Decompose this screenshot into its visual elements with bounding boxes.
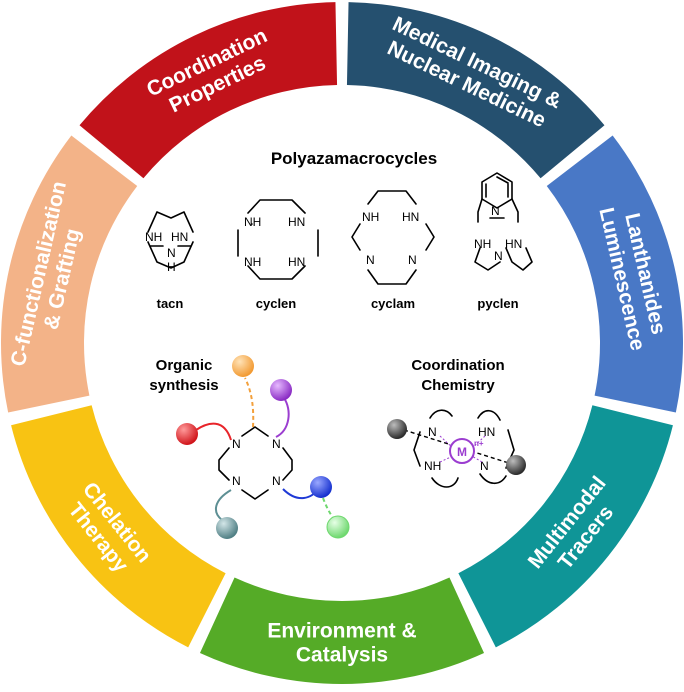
coord-atom-3: NH — [424, 459, 441, 473]
segment-chelation-therapy — [11, 405, 226, 648]
segment-label-environment-catalysis-line-1: Environment & — [267, 620, 416, 643]
metal-charge: n+ — [474, 439, 484, 448]
coordination-title-line1: Coordination — [411, 357, 504, 374]
metal-symbol: M — [457, 445, 467, 459]
molecule-cyclam: NH HN N N cyclam — [351, 190, 435, 311]
axial-ligand-left — [387, 419, 407, 439]
cyclen-atom-2: HN — [288, 215, 305, 229]
purple-substituent — [270, 379, 292, 401]
coordination-title-line2: Chemistry — [421, 377, 495, 394]
segment-label-environment-catalysis: Environment &Catalysis — [267, 620, 416, 667]
coordination-chemistry-panel: Coordination Chemistry N HN NH N M n+ — [387, 357, 526, 488]
cyclen-atom-1: NH — [244, 215, 261, 229]
tacn-atom-4: H — [167, 260, 176, 274]
organic-title-line2: synthesis — [149, 377, 218, 394]
segment-lanthanides-luminescence — [546, 135, 683, 413]
organic-n-2: N — [272, 437, 281, 451]
pyclen-atom-4: N — [494, 249, 503, 263]
segment-environment-catalysis — [199, 577, 485, 684]
organic-n-1: N — [232, 437, 241, 451]
orange-substituent — [232, 355, 254, 377]
center-title: Polyazamacrocycles — [271, 149, 437, 168]
pyclen-atom-2: NH — [474, 237, 491, 251]
segment-medical-imaging — [346, 2, 605, 179]
coord-atom-4: N — [480, 459, 489, 473]
tacn-atom-1: NH — [145, 230, 162, 244]
tacn-label: tacn — [157, 296, 184, 311]
blue-substituent — [310, 476, 332, 498]
pyclen-atom-3: HN — [505, 237, 522, 251]
molecule-pyclen: N NH HN N pyclen — [474, 172, 533, 311]
cyclam-atom-2: HN — [402, 210, 419, 224]
molecule-cyclen: NH HN NH HN cyclen — [237, 199, 319, 311]
tacn-atom-3: N — [167, 246, 176, 260]
segment-multimodal-tracers — [458, 405, 673, 648]
pyclen-label: pyclen — [477, 296, 518, 311]
center-disc — [85, 86, 599, 600]
metal-ion — [449, 438, 475, 464]
organic-n-3: N — [232, 474, 241, 488]
molecule-tacn: NH HN N H tacn — [145, 211, 194, 311]
green-substituent — [326, 515, 350, 539]
organic-synthesis-panel: Organic synthesis N N N N — [149, 355, 350, 539]
cyclam-atom-1: NH — [362, 210, 379, 224]
red-substituent — [176, 423, 198, 445]
coord-atom-2: HN — [478, 425, 495, 439]
cyclam-atom-3: N — [366, 253, 375, 267]
cyclen-label: cyclen — [256, 296, 297, 311]
cyclam-atom-4: N — [408, 253, 417, 267]
teal-substituent — [216, 517, 238, 539]
organic-n-4: N — [272, 474, 281, 488]
organic-title-line1: Organic — [156, 357, 213, 374]
cyclam-label: cyclam — [371, 296, 415, 311]
pyclen-atom-1: N — [491, 204, 500, 218]
coord-atom-1: N — [428, 425, 437, 439]
cyclen-atom-4: HN — [288, 255, 305, 269]
segment-label-environment-catalysis-line-2: Catalysis — [296, 644, 388, 667]
segment-coordination-properties — [79, 2, 338, 179]
cyclen-atom-3: NH — [244, 255, 261, 269]
axial-ligand-right — [506, 455, 526, 475]
tacn-atom-2: HN — [171, 230, 188, 244]
segment-c-functionalization — [0, 135, 138, 413]
